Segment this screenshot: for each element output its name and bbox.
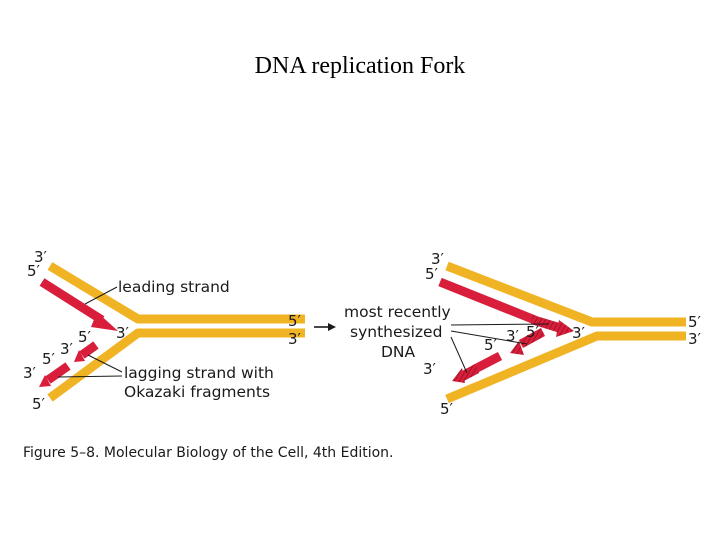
progression-arrow bbox=[314, 323, 336, 331]
right-okazaki-fragment-arrowhead bbox=[452, 368, 465, 383]
left-leading-strand bbox=[39, 278, 105, 324]
slide-title: DNA replication Fork bbox=[254, 53, 466, 79]
strand-end-label: 5′ bbox=[484, 336, 498, 354]
leading-strand-label: leading strand bbox=[118, 278, 230, 296]
left-leading-strand-arrowhead bbox=[91, 312, 118, 331]
left-okazaki-fragment-arrowhead bbox=[74, 350, 85, 362]
right-okazaki-fragment-new-segment bbox=[460, 364, 479, 381]
left-fork bbox=[39, 262, 305, 402]
strand-end-label: 3′ bbox=[60, 340, 74, 358]
recent-dna-pointer bbox=[450, 336, 468, 374]
right-okazaki-fragment-new-arrowhead bbox=[510, 341, 524, 355]
right-parental-strand-bottom bbox=[445, 331, 686, 404]
recent-dna-label-line2: synthesized bbox=[350, 323, 442, 341]
strand-end-label: 5′ bbox=[425, 265, 439, 283]
right-leading-strand bbox=[438, 277, 537, 325]
strand-end-label: 3′ bbox=[572, 324, 586, 342]
left-okazaki-fragment bbox=[45, 362, 71, 384]
left-okazaki-fragment-arrowhead bbox=[39, 375, 51, 387]
strand-end-label: 3′ bbox=[23, 364, 37, 382]
strand-end-label: 5′ bbox=[78, 328, 92, 346]
lagging-strand-label: lagging strand with bbox=[124, 364, 274, 382]
left-parental-strand-top bbox=[47, 262, 305, 324]
recent-dna-label-line1: most recently bbox=[344, 303, 451, 321]
strand-end-label: 5′ bbox=[526, 323, 540, 341]
lagging-strand-pointer bbox=[57, 375, 123, 378]
right-parental-strand-top bbox=[445, 261, 686, 327]
strand-end-label: 5′ bbox=[440, 400, 454, 418]
recent-dna-pointer bbox=[450, 330, 528, 345]
strand-end-label: 3′ bbox=[423, 360, 437, 378]
leading-strand-pointer bbox=[84, 286, 118, 305]
left-okazaki-fragment bbox=[79, 341, 99, 359]
strand-end-label: 3′ bbox=[688, 330, 702, 348]
right-fork bbox=[438, 261, 686, 404]
strand-end-label: 3′ bbox=[288, 330, 302, 348]
strand-end-label: 3′ bbox=[431, 250, 445, 268]
strand-end-label: 3′ bbox=[506, 327, 520, 345]
okazaki-fragments-label: Okazaki fragments bbox=[124, 383, 270, 401]
strand-end-label: 5′ bbox=[32, 395, 46, 413]
figure-caption: Figure 5–8. Molecular Biology of the Cel… bbox=[23, 445, 394, 461]
strand-end-label: 5′ bbox=[288, 312, 302, 330]
right-okazaki-fragment-new bbox=[519, 328, 545, 348]
recent-dna-pointer bbox=[450, 323, 550, 326]
lagging-strand-pointer bbox=[87, 354, 123, 373]
strand-end-label: 5′ bbox=[42, 350, 56, 368]
strand-end-label: 5′ bbox=[27, 262, 41, 280]
right-leading-strand-arrowhead bbox=[556, 320, 574, 337]
right-okazaki-fragment bbox=[472, 352, 503, 373]
strand-end-label: 3′ bbox=[116, 324, 130, 342]
strand-end-label: 5′ bbox=[688, 313, 702, 331]
strand-end-label: 3′ bbox=[34, 248, 48, 266]
recent-dna-label-line3: DNA bbox=[381, 343, 416, 361]
